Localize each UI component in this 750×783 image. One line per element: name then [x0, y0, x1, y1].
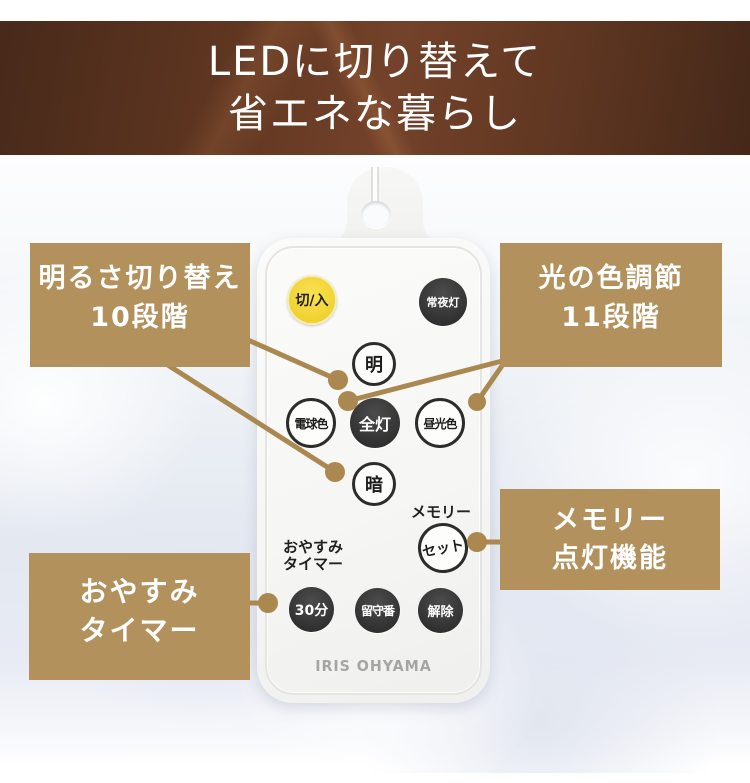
- warm-color-button: 電球色: [286, 398, 336, 448]
- callout-sleep-timer-line2: タイマー: [79, 613, 200, 647]
- callout-color-adjust-line1: 光の色調節: [538, 263, 684, 294]
- sleep-timer-label-line2: タイマー: [283, 555, 344, 573]
- banner: LEDに切り替えて 省エネな暮らし: [0, 21, 750, 155]
- callout-color-adjust: 光の色調節 11段階: [500, 243, 722, 367]
- callout-memory: メモリー 点灯機能: [500, 489, 720, 590]
- memory-label: メモリー: [411, 503, 472, 521]
- callout-brightness-line2: 10段階: [90, 302, 190, 333]
- callout-color-adjust-line2: 11段階: [561, 302, 661, 333]
- banner-title-line2: 省エネな暮らし: [228, 91, 522, 137]
- callout-memory-line1: メモリー: [552, 504, 668, 536]
- callout-brightness: 明るさ切り替え 10段階: [30, 243, 250, 367]
- callout-brightness-line1: 明るさ切り替え: [38, 263, 242, 294]
- callout-sleep-timer-line1: おやすみ: [79, 574, 200, 608]
- dim-button: 暗: [352, 462, 396, 506]
- power-toggle-button: 切/入: [287, 275, 337, 325]
- callout-memory-line2: 点灯機能: [552, 542, 668, 574]
- daylight-color-button: 昼光色: [415, 398, 465, 448]
- away-mode-button: 留守番: [355, 588, 400, 633]
- brand-logo: IRIS OHYAMA: [315, 657, 432, 675]
- hang-tab-hole: [361, 201, 391, 228]
- hang-tab-slit: [371, 167, 379, 205]
- night-light-button: 常夜灯: [419, 278, 467, 326]
- sleep-timer-label: おやすみ タイマー: [283, 539, 343, 573]
- sleep-timer-label-line1: おやすみ: [283, 538, 344, 556]
- cancel-button: 解除: [418, 588, 463, 633]
- timer-30min-button: 30分: [289, 587, 334, 632]
- banner-title-line1: LEDに切り替えて: [207, 39, 543, 85]
- brighten-button: 明: [352, 342, 396, 386]
- callout-sleep-timer: おやすみ タイマー: [29, 553, 250, 680]
- full-on-button: 全灯: [350, 398, 400, 448]
